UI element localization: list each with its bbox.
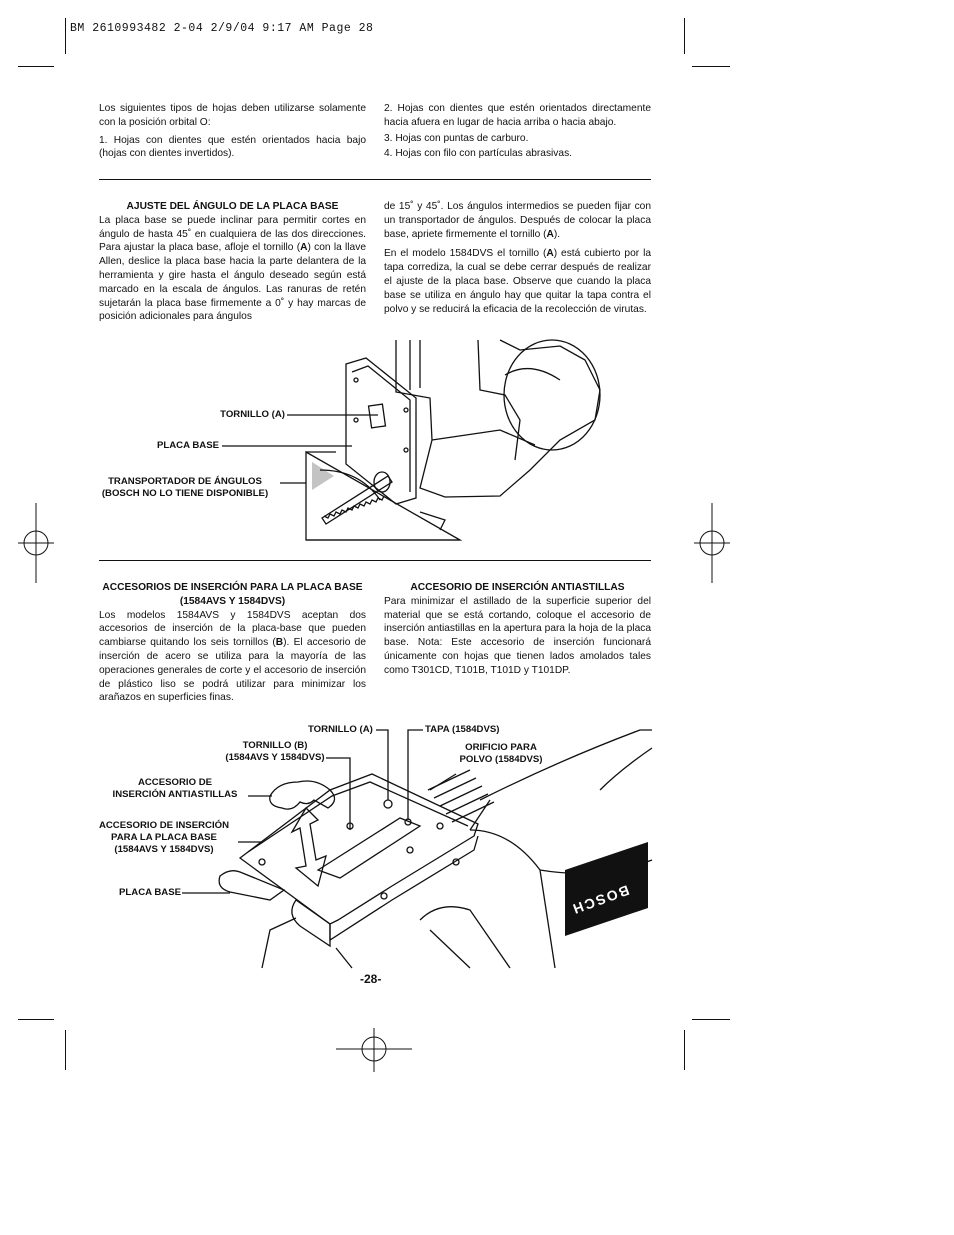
top-right-column: 2. Hojas con dientes que estén orientado… [384, 102, 651, 165]
crop-mark [692, 66, 730, 67]
crop-mark [684, 1030, 685, 1070]
figure-label: TORNILLO (B) (1584AVS Y 1584DVS) [225, 740, 325, 763]
paragraph: En el modelo 1584DVS el tornillo (A) est… [384, 248, 651, 315]
figure-label: PLACA BASE [119, 887, 182, 898]
figure-label: PLACA BASE [156, 440, 219, 451]
figure-label: ACCESORIO DE INSERCIÓN ANTIASTILLAS [112, 777, 238, 800]
figure-label: TORNILLO (A) [220, 409, 285, 420]
figure-label: ORIFICIO PARA POLVO (1584DVS) [459, 742, 543, 765]
paragraph: La placa base se puede inclinar para per… [99, 214, 366, 323]
list-item: 1. Hojas con dientes que estén orientado… [99, 134, 366, 160]
base-angle-right-column: de 15˚ y 45˚. Los ángulos intermedios se… [384, 200, 651, 320]
crop-mark [65, 1030, 66, 1070]
section-divider [99, 560, 651, 561]
crop-mark [684, 18, 685, 54]
list-item: 2. Hojas con dientes que estén orientado… [384, 103, 651, 128]
crop-mark [692, 1019, 730, 1020]
base-angle-left-column: AJUSTE DEL ÁNGULO DE LA PLACA BASE La pl… [99, 200, 366, 328]
intro-text: Los siguientes tipos de hojas deben util… [99, 103, 366, 128]
section-heading: ACCESORIO DE INSERCIÓN ANTIASTILLAS [410, 582, 625, 593]
crop-mark [18, 1019, 54, 1020]
section-heading: AJUSTE DEL ÁNGULO DE LA PLACA BASE [126, 201, 339, 212]
figure-label: TAPA (1584DVS) [425, 724, 500, 735]
list-item: 4. Hojas con filo con partículas abrasiv… [384, 148, 572, 160]
top-left-column: Los siguientes tipos de hojas deben util… [99, 102, 366, 165]
figure-label: TRANSPORTADOR DE ÁNGULOS (BOSCH NO LO TI… [101, 476, 269, 499]
paragraph: Para minimizar el astillado de la superf… [384, 595, 651, 676]
figure-label: ACCESORIO DE INSERCIÓN PARA LA PLACA BAS… [98, 820, 230, 855]
section-heading: ACCESORIOS DE INSERCIÓN PARA LA PLACA BA… [102, 582, 363, 593]
section-subheading: (1584AVS Y 1584DVS) [179, 595, 286, 607]
insert-right-column: ACCESORIO DE INSERCIÓN ANTIASTILLAS Para… [384, 581, 651, 682]
paragraph: Los modelos 1584AVS y 1584DVS aceptan do… [99, 609, 366, 704]
crop-mark [18, 66, 54, 67]
paragraph: de 15˚ y 45˚. Los ángulos intermedios se… [384, 201, 651, 240]
list-item: 3. Hojas con puntas de carburo. [384, 132, 529, 144]
crop-mark [65, 18, 66, 54]
insert-left-column: ACCESORIOS DE INSERCIÓN PARA LA PLACA BA… [99, 581, 366, 709]
print-slug: BM 2610993482 2-04 2/9/04 9:17 AM Page 2… [70, 22, 374, 35]
page-number: -28- [360, 972, 382, 986]
section-divider [99, 179, 651, 180]
figure-label: TORNILLO (A) [308, 724, 373, 735]
